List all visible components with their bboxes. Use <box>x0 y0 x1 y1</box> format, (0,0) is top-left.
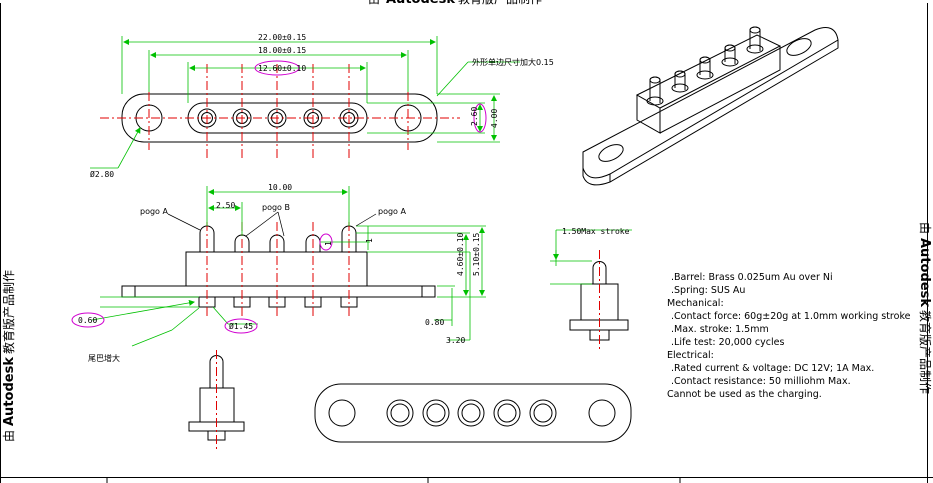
spec-line: Mechanical: <box>667 298 724 309</box>
svg-text:由: 由 <box>918 222 932 234</box>
watermark-right: 由 Autodesk 教育版产品制作 <box>917 222 933 394</box>
side-pins <box>198 225 358 308</box>
dim-base: 3.20 <box>446 336 465 345</box>
svg-text:Autodesk: Autodesk <box>386 0 455 7</box>
side-dimensions <box>91 186 486 347</box>
label-pogo-a-right: pogo A <box>378 207 406 216</box>
spec-line: Electrical: <box>667 350 714 361</box>
iso-pins <box>646 26 764 106</box>
dim-overall: 22.00±0.15 <box>258 33 306 42</box>
dim-height-outer: 4.00 <box>490 109 499 128</box>
spec-line: .Life test: 20,000 cycles <box>671 337 784 348</box>
note-tail: 尾巴增大 <box>88 353 120 363</box>
svg-text:Autodesk: Autodesk <box>917 238 932 307</box>
dim-stroke-small: 1 <box>324 241 333 246</box>
svg-text:Autodesk: Autodesk <box>2 357 17 426</box>
spec-line: .Contact resistance: 50 milliohm Max. <box>671 376 851 387</box>
svg-text:教育版产品制作: 教育版产品制作 <box>1 270 16 354</box>
dim-height-inner: 2.60 <box>470 107 479 126</box>
svg-text:教育版产品制作: 教育版产品制作 <box>918 310 933 394</box>
spec-line: Cannot be used as the charging. <box>667 389 822 400</box>
note-enlarge: 外形单边尺寸加大0.15 <box>472 57 554 67</box>
top-dimensions <box>90 36 520 169</box>
side-centerlines <box>206 222 350 318</box>
dim-height-b: 5.10±0.15 <box>472 232 481 276</box>
dim-stroke-small-right: 1 <box>365 238 374 243</box>
bottom-plate-view <box>314 383 632 443</box>
dim-tail-dia: Ø1.45 <box>229 321 253 331</box>
dim-plate: 0.80 <box>425 318 444 327</box>
watermark-left: 由 Autodesk 教育版产品制作 <box>1 270 17 442</box>
svg-text:教育版产品制作: 教育版产品制作 <box>458 0 542 6</box>
svg-text:由: 由 <box>368 0 380 6</box>
spec-notes: .Barrel: Brass 0.025um Au over Ni .Sprin… <box>667 272 911 400</box>
dim-mid: 18.00±0.15 <box>258 46 306 55</box>
spec-line: .Rated current & voltage: DC 12V; 1A Max… <box>671 363 874 374</box>
top-centerlines <box>100 64 460 160</box>
dim-hole-dia: Ø2.80 <box>90 169 114 179</box>
dim-height-a: 4.60±0.10 <box>456 232 465 276</box>
dim-pitch: 2.50 <box>216 201 235 210</box>
dim-pitch-span: 12.60±0.10 <box>258 64 306 73</box>
drawing-frame <box>0 3 933 483</box>
label-pogo-b: pogo B <box>262 203 290 212</box>
spec-line: .Contact force: 60g±20g at 1.0mm working… <box>671 311 911 322</box>
side-view: 10.00 2.50 pogo A pogo B pogo A 4.60±0.1… <box>71 183 486 363</box>
spec-line: .Barrel: Brass 0.025um Au over Ni <box>671 272 833 283</box>
isometric-view <box>582 26 839 186</box>
single-pin-view <box>188 350 245 450</box>
label-pogo-a-left: pogo A <box>140 207 168 216</box>
spec-line: .Max. stroke: 1.5mm <box>671 324 769 335</box>
detail-pin-view: 1.50Max stroke <box>550 227 632 352</box>
pogo-leaders <box>167 211 377 237</box>
dim-span: 10.00 <box>268 183 292 192</box>
dim-tail: 0.60 <box>78 316 97 325</box>
top-view: 22.00±0.15 18.00±0.15 12.60±0.10 Ø2.80 4… <box>90 33 554 179</box>
spec-line: .Spring: SUS Au <box>671 285 745 296</box>
dim-max-stroke: 1.50Max stroke <box>562 227 630 236</box>
svg-text:由: 由 <box>2 430 16 442</box>
watermark-top: 由 Autodesk 教育版产品制作 <box>368 0 542 7</box>
